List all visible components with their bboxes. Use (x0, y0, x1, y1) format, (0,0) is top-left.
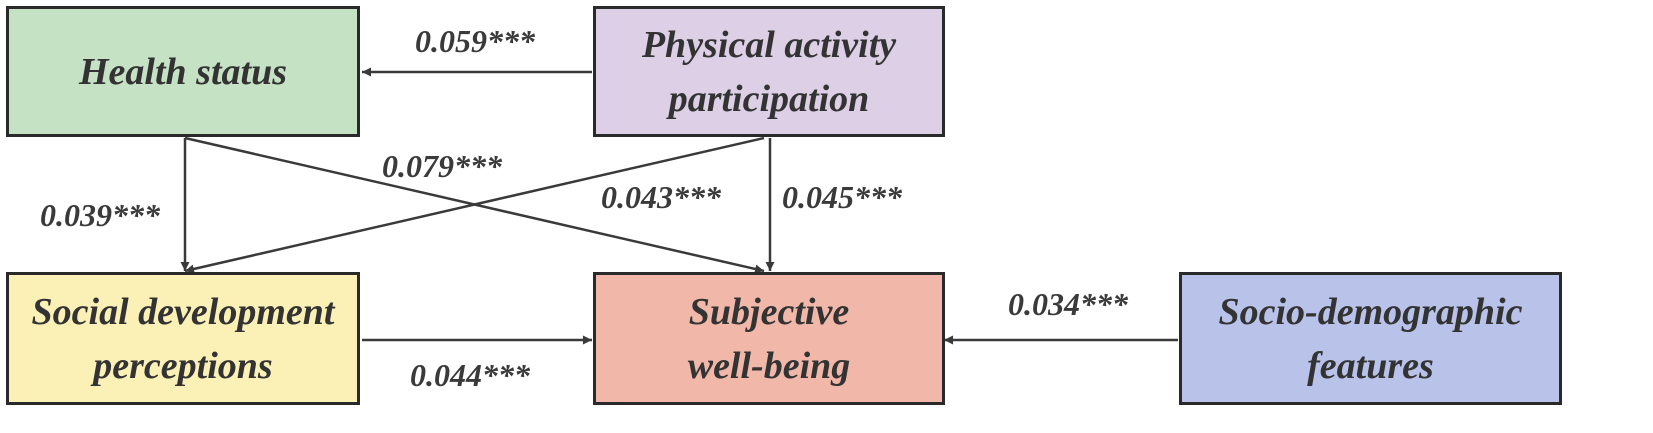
coef-physical-to-social: 0.043*** (601, 179, 721, 215)
subjective-wellbeing-label: Subjective well-being (687, 290, 851, 387)
coef-socio-to-swb: 0.034*** (1008, 286, 1128, 322)
socio-demographic-box: Socio-demographic features (1179, 272, 1562, 405)
social-development-box: Social development perceptions (6, 272, 360, 405)
health-status-box: Health status (6, 6, 360, 137)
socio-demographic-label: Socio-demographic features (1218, 290, 1523, 387)
health-status-label: Health status (79, 50, 287, 93)
social-development-label: Social development perceptions (31, 290, 335, 387)
coef-health-to-swb: 0.079*** (382, 148, 502, 184)
coef-health-to-social: 0.039*** (40, 197, 160, 233)
coef-physical-to-swb: 0.045*** (782, 179, 902, 215)
physical-activity-label: Physical activity participation (641, 23, 897, 120)
subjective-wellbeing-box: Subjective well-being (593, 272, 945, 405)
physical-activity-box: Physical activity participation (593, 6, 945, 137)
coef-physical-to-health: 0.059*** (415, 23, 535, 59)
arrow-physical-to-social (184, 136, 765, 274)
coef-social-to-swb: 0.044*** (410, 357, 530, 393)
